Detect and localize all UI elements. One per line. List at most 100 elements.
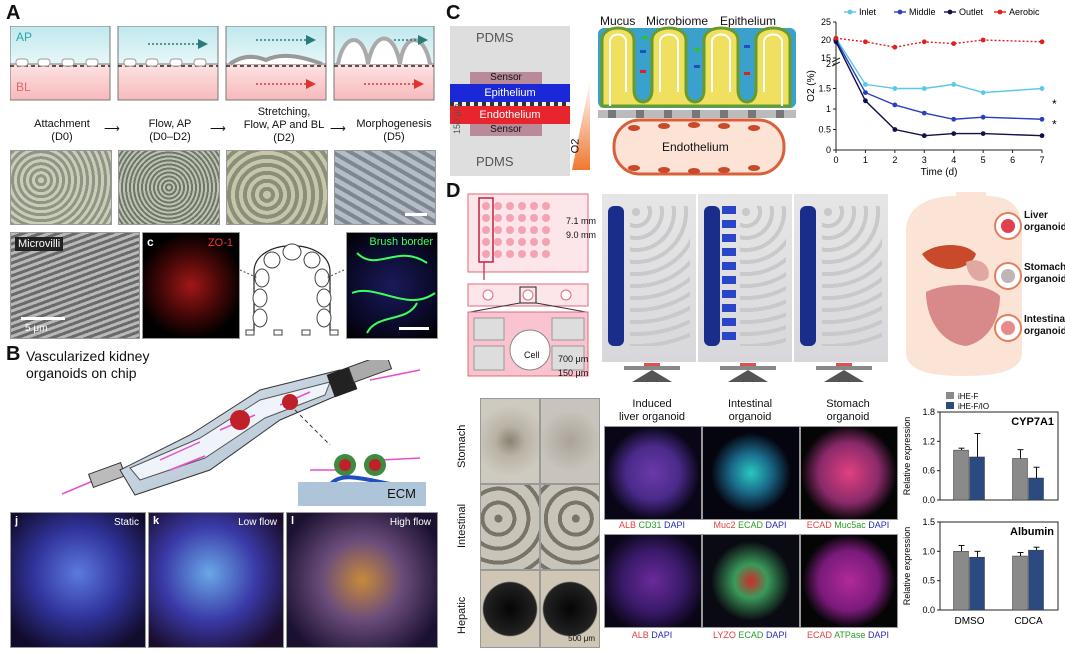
- oxygen-gradient: O2: [569, 80, 594, 170]
- y-tick-label: 1.2: [922, 436, 935, 446]
- stage-flow: Flow, AP(D0–D2): [148, 118, 192, 143]
- bf-stomach-1: [480, 398, 540, 484]
- data-point-inlet: [951, 82, 957, 87]
- x-tick-label: 6: [1010, 155, 1015, 165]
- data-point-middle: [951, 116, 957, 122]
- bf-stomach-2: [540, 398, 600, 484]
- bar-ihe-f/io: [969, 456, 985, 501]
- micrograph-d0: [10, 150, 112, 225]
- data-point-outlet: [921, 133, 927, 139]
- if-intestinal-2: [702, 534, 800, 628]
- scale-label: 500 μm: [568, 634, 595, 643]
- endothelium-label: Endothelium: [662, 140, 729, 154]
- subpanel-j: j: [15, 515, 19, 527]
- if-stomach-2: [800, 534, 898, 628]
- bar-ihe-f/io: [969, 556, 985, 611]
- data-point-outlet: [951, 131, 957, 136]
- image-high-flow: l High flow: [286, 512, 438, 648]
- if-intestinal-1: [702, 426, 800, 520]
- y-axis-label: O2 (%): [806, 70, 817, 102]
- stain-label-3: ECAD Muc5ac DAPI: [806, 520, 890, 530]
- y-tick-label: 1.5: [818, 84, 831, 94]
- if-stomach-1: [800, 426, 898, 520]
- row-hepatic: Hepatic: [456, 596, 468, 634]
- x-tick-label: 4: [951, 155, 956, 165]
- schematic-box-2: [117, 25, 219, 101]
- stain-label-5: LYZO ECAD DAPI: [713, 630, 787, 640]
- x-tick-label: 3: [922, 155, 927, 165]
- static-label: Static: [113, 517, 139, 528]
- data-point-aerobic: [863, 39, 868, 45]
- y-tick-label: 1.8: [922, 407, 935, 417]
- data-point-outlet: [980, 131, 986, 136]
- micrograph-d5: [334, 150, 436, 225]
- dimension-label: 150 μm: [452, 103, 462, 134]
- plate-photo-2: [698, 194, 792, 362]
- legend-label-outlet: Outlet: [959, 7, 984, 17]
- bar-ihe-f: [953, 551, 969, 611]
- y-tick-label: 15: [821, 53, 831, 63]
- data-point-inlet: [863, 82, 868, 87]
- data-point-aerobic: [1039, 39, 1045, 45]
- significance-mark: *: [1052, 97, 1057, 111]
- data-point-middle: [863, 90, 868, 95]
- data-point-outlet: [1039, 133, 1045, 139]
- chart-title: CYP7A1: [1011, 416, 1054, 428]
- stage-attachment: Attachment(D0): [34, 118, 90, 143]
- low-flow-label: Low flow: [238, 517, 277, 528]
- data-point-aerobic: [892, 44, 898, 50]
- data-point-inlet: [980, 90, 986, 95]
- bf-hepatic-1: [480, 570, 540, 648]
- rocker-platforms: [604, 362, 888, 382]
- data-point-aerobic: [980, 37, 986, 43]
- legend-swatch: [946, 402, 954, 409]
- x-category-label: DMSO: [955, 616, 985, 627]
- schematic-box-4: [333, 25, 435, 101]
- endothelium-layer: Endothelium: [450, 106, 570, 124]
- axis-break: [831, 57, 841, 63]
- significance-mark: *: [1052, 117, 1057, 131]
- panel-a-schematic: [9, 25, 438, 102]
- o2-label: O2: [569, 138, 582, 154]
- y-tick-label: 0.5: [818, 125, 831, 135]
- legend-marker: [947, 9, 953, 15]
- legend-swatch: [946, 392, 954, 399]
- y-tick-label: 1.0: [922, 546, 935, 556]
- x-tick-label: 0: [833, 155, 838, 165]
- x-tick-label: 5: [981, 155, 986, 165]
- image-static: j Static: [10, 512, 146, 648]
- series-line-outlet: [835, 41, 1043, 137]
- row-intestinal: Intestinal: [456, 503, 468, 548]
- ecm-layer: ECM: [298, 482, 426, 506]
- y-tick-label: 0.5: [922, 576, 935, 586]
- scale-bar: [399, 327, 429, 330]
- gut-epithelium-diagram: Mucus Microbiome Epithelium Endothelium: [594, 10, 800, 176]
- panel-label-a: A: [6, 2, 21, 24]
- stain-label-2: Muc2 ECAD DAPI: [713, 520, 787, 530]
- x-category-label: CDCA: [1014, 616, 1043, 627]
- bl-label: BL: [16, 80, 31, 94]
- stage-stretching: Stretching,Flow, AP and BL(D2): [243, 106, 325, 144]
- bf-hepatic-2: 500 μm: [540, 570, 600, 648]
- dim-71: 7.1 mm: [566, 216, 597, 226]
- cell-label: Cell: [524, 350, 540, 360]
- sensor-top: Sensor: [470, 72, 542, 84]
- schematic-box-1: [9, 25, 111, 101]
- dim-700: 700 μm: [558, 354, 589, 364]
- bf-intestinal-1: [480, 484, 540, 570]
- brush-border-image: Brush border: [346, 232, 438, 339]
- subpanel-l: l: [291, 515, 295, 527]
- membrane: [450, 102, 570, 106]
- legend-label-middle: Middle: [909, 7, 936, 17]
- stain-label-4: ALB DAPI: [631, 630, 673, 640]
- y-tick-label: 20: [821, 35, 831, 45]
- crypt-schematic: [239, 232, 345, 337]
- legend-marker: [997, 9, 1003, 15]
- scale-bar: [21, 317, 65, 320]
